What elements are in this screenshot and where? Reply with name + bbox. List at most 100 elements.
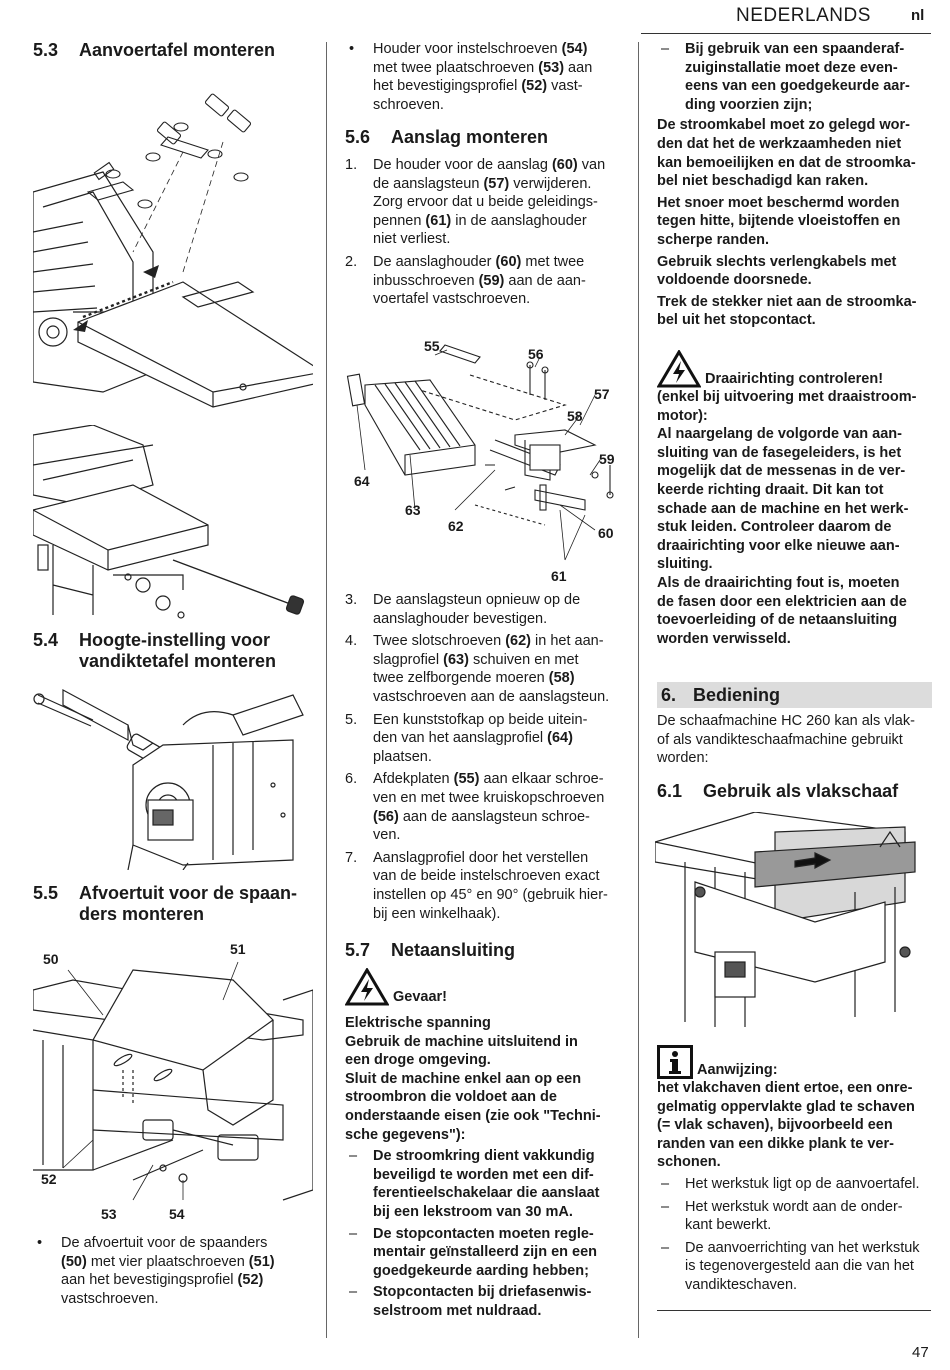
dash-item: –Bij gebruik van een spaanderaf-zuiginst… <box>657 40 935 114</box>
dash-text-line: eens van een goedgekeurde aar- <box>685 78 910 95</box>
step-text-line: De aanslaghouder (60) met twee <box>373 253 585 270</box>
callout-64: 64 <box>354 473 370 489</box>
rotation-text-line: motor): <box>657 407 708 424</box>
dash-marker: – <box>349 1225 358 1242</box>
note-text-line: randen van een dikke plank te ver- <box>657 1135 894 1152</box>
paragraph-line: tegen hitte, bijtende vloeistoffen en <box>657 213 901 230</box>
bold-paragraph: Trek de stekker niet aan de stroomka-bel… <box>657 293 935 330</box>
dash-marker: – <box>661 41 670 57</box>
step-text-line: twee zelfborgende moeren (58) <box>373 670 575 687</box>
step-text-line: vastschroeven aan de aanslagsteun. <box>373 688 610 705</box>
step-text-line: voertafel vastschroeven. <box>373 291 531 308</box>
language-label: NEDERLANDS <box>736 5 871 26</box>
dash-marker: – <box>661 1198 670 1215</box>
bold-paragraph: De stroomkabel moet zo gelegd wor-den da… <box>657 116 935 190</box>
step-text-line: Zorg ervoor dat u beide geleidings- <box>373 194 598 211</box>
rotation-text-line: keerde richting draait. Dit kan tot <box>657 481 884 498</box>
paragraph-line: Gebruik slechts verlengkabels met <box>657 253 897 270</box>
danger-text-line: Gebruik de machine uitsluitend in <box>345 1033 578 1050</box>
step-text-line: Twee slotschroeven (62) in het aan- <box>373 633 604 650</box>
danger-text-line: Sluit de machine enkel aan op een <box>345 1070 582 1087</box>
dash-text-line: Het werkstuk wordt aan de onder- <box>685 1198 903 1215</box>
dash-text-line: selstroom met nuldraad. <box>373 1302 542 1319</box>
note-text-line: het vlakchaven dient ertoe, een onre- <box>657 1080 913 1096</box>
col3-top: –Bij gebruik van een spaanderaf-zuiginst… <box>657 40 935 333</box>
rotation-text-line: sluiting. <box>657 556 713 573</box>
danger-electric-icon <box>345 968 389 1006</box>
rotation-warning-block: Draairichting controleren! (enkel bij ui… <box>657 350 935 648</box>
step-text-line: slagprofiel (63) schuiven en met <box>373 651 579 668</box>
height-adjustment-figure <box>33 688 304 870</box>
rotation-text-line: sluiting van de fasegeleiders, is het <box>657 444 902 461</box>
dash-marker: – <box>349 1148 358 1165</box>
step-item: 4.Twee slotschroeven (62) in het aan-sla… <box>345 632 627 706</box>
section-6-text-line: De schaafmachine HC 260 kan als vlak- <box>657 713 915 729</box>
callout-56: 56 <box>528 346 544 362</box>
note-text-line: gelmatig oppervlakte glad te schaven <box>657 1098 915 1115</box>
fence-assembly-figure: 55 56 57 58 59 60 61 62 63 64 <box>345 325 627 587</box>
dash-text-line: Bij gebruik van een spaanderaf- <box>685 41 905 57</box>
note-text-line: (= vlak schaven), bijvoorbeeld een <box>657 1117 893 1134</box>
callout-55: 55 <box>424 338 440 354</box>
paragraph-line: scherpe randen. <box>657 231 770 248</box>
dash-text-line: beveiligd te worden met een dif- <box>373 1166 594 1183</box>
dash-text-line: is tegenovergesteld aan die van het <box>685 1258 914 1275</box>
step-text-line: aanslaghouder bevestigen. <box>373 610 548 627</box>
chip-chute-figure: 50 51 52 53 54 <box>33 940 313 1225</box>
dash-item: –Stopcontacten bij driefasenwis-selstroo… <box>345 1283 627 1320</box>
dash-text-line: vandikteschaven. <box>685 1276 798 1293</box>
step-text-line: Aanslagprofiel door het verstellen <box>373 849 589 866</box>
step-text-line: pennen (61) in de aanslaghouder <box>373 212 587 229</box>
callout-50: 50 <box>43 951 59 967</box>
page-number: 47 <box>912 1344 929 1361</box>
step-number: 5. <box>345 711 358 728</box>
rotation-text-line: mogelijk dat de messenas in de ver- <box>657 463 906 480</box>
surface-planing-figure <box>655 812 916 1027</box>
danger-text-line: sche gegevens"): <box>345 1126 466 1143</box>
step-text-line: De aanslagsteun opnieuw op de <box>373 592 581 608</box>
step-text-line: instellen op 45° en 90° (gebruik hier- <box>373 886 608 903</box>
dash-text-line: De aanvoerrichting van het werkstuk <box>685 1239 920 1256</box>
dash-text-line: kant bewerkt. <box>685 1217 772 1234</box>
rotation-text-line: de fasen door een elektricien aan de <box>657 593 907 610</box>
column-divider-2 <box>638 42 639 1338</box>
rotation-text-line: (enkel bij uitvoering met draaistroom- <box>657 389 917 405</box>
note-text-line: schonen. <box>657 1154 721 1171</box>
step-text-line: plaatsen. <box>373 748 432 765</box>
rotation-text-line: schade aan de machine en het werk- <box>657 500 909 517</box>
step-number: 2. <box>345 253 358 270</box>
callout-61: 61 <box>551 568 567 584</box>
step-text-line: De houder voor de aanslag (60) van <box>373 157 606 173</box>
step-text-line: de aanslagsteun (57) verwijderen. <box>373 175 592 192</box>
callout-63: 63 <box>405 502 421 518</box>
step-number: 1. <box>345 157 358 173</box>
dash-marker: – <box>661 1175 670 1192</box>
dash-text-line: goedgekeurde aarding hebben; <box>373 1262 589 1279</box>
paragraph-line: Trek de stekker niet aan de stroomka- <box>657 293 917 310</box>
dash-text-line: De stroomkring dient vakkundig <box>373 1148 595 1165</box>
dash-item: –Het werkstuk wordt aan de onder-kant be… <box>657 1198 935 1235</box>
dash-text-line: De stopcontacten moeten regle- <box>373 1225 594 1242</box>
step-item: 3. De aanslagsteun opnieuw op de aanslagho… <box>345 591 627 628</box>
step-number: 3. <box>345 592 358 608</box>
step-text-line: ven. <box>373 827 401 844</box>
dash-item: –Het werkstuk ligt op de aanvoertafel. <box>657 1175 935 1194</box>
note-block: Aanwijzing: het vlakchaven dient ertoe, … <box>657 1045 935 1299</box>
dash-marker: – <box>661 1239 670 1256</box>
info-icon <box>657 1045 693 1079</box>
step-text-line: niet verliest. <box>373 231 451 248</box>
rotation-warning-icon <box>657 350 701 388</box>
step-text-line: den van het aanslagprofiel (64) <box>373 730 573 747</box>
dash-item: –De aanvoerrichting van het werkstuk is t… <box>657 1239 935 1295</box>
chip-chute-bullet: • De afvoertuit voor de spaanders (50) m… <box>37 1235 275 1307</box>
section-6-heading: 6.Bediening <box>657 682 932 708</box>
rotation-warning-title: Draairichting controleren! <box>705 371 884 387</box>
